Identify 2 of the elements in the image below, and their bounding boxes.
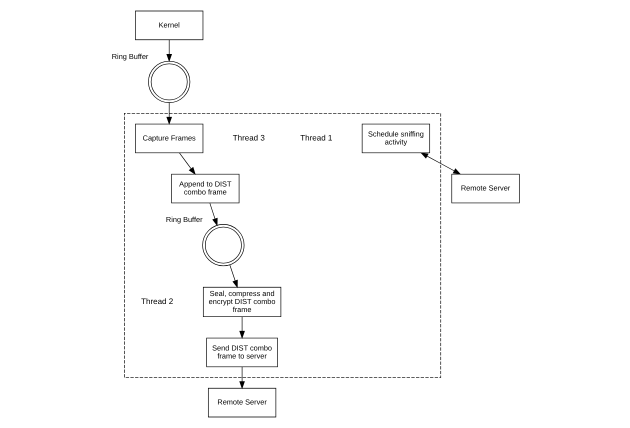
node-label: Ring Buffer bbox=[111, 52, 148, 62]
node-label: Ring Buffer bbox=[165, 215, 202, 224]
